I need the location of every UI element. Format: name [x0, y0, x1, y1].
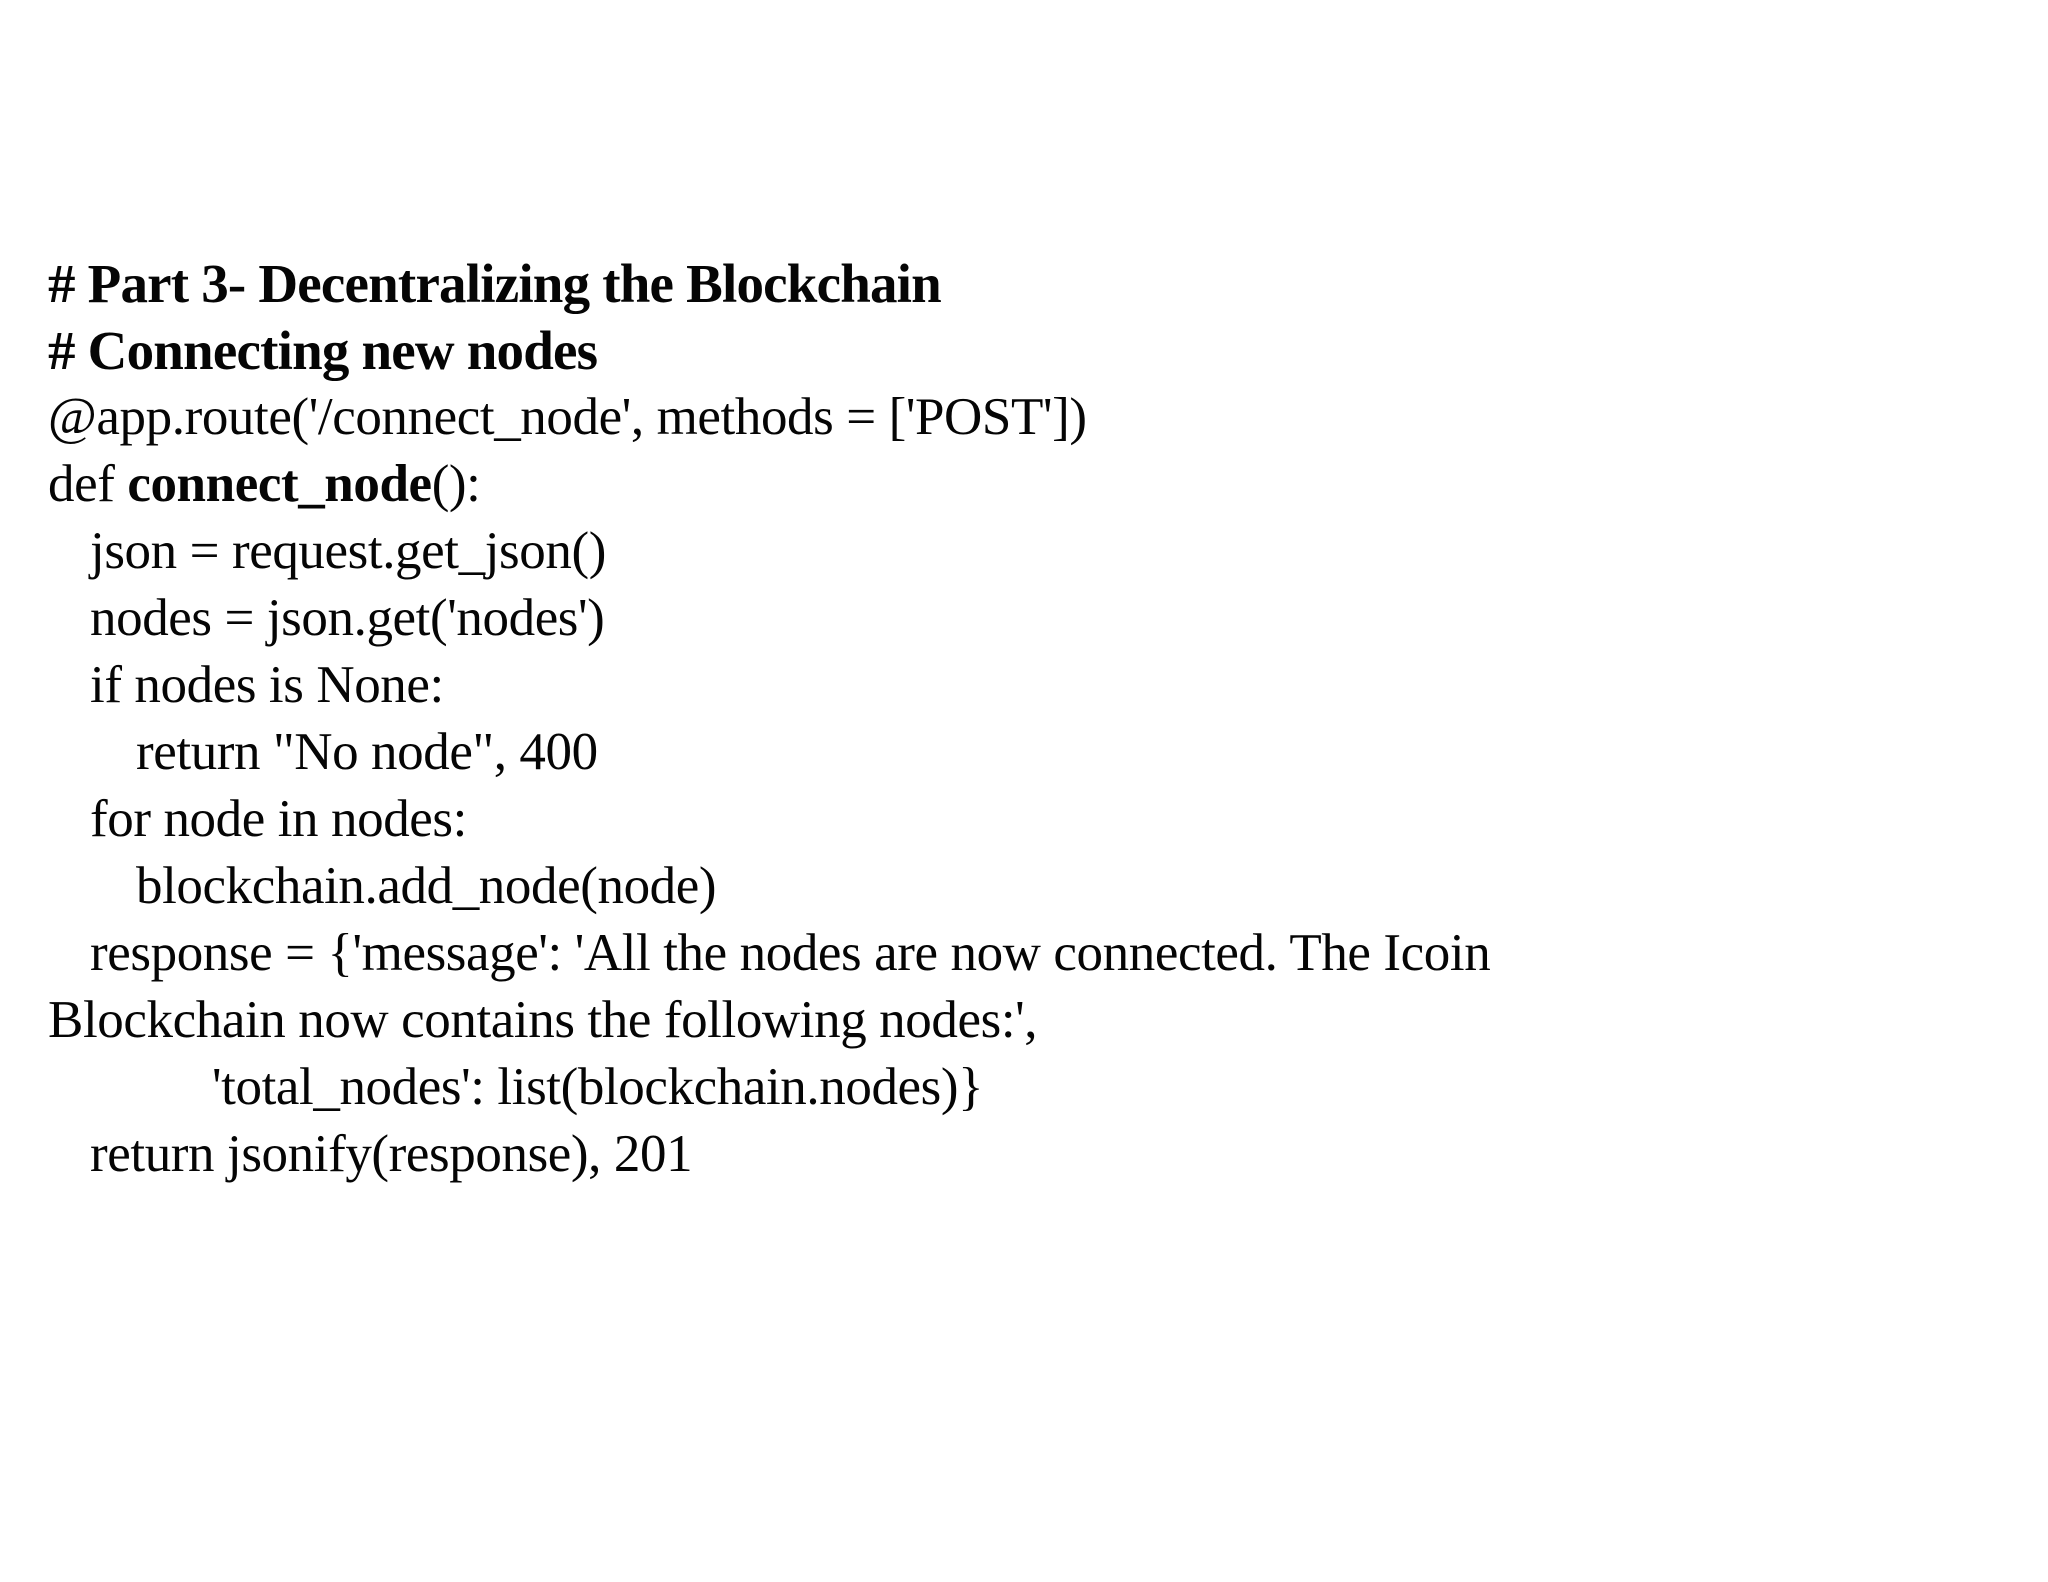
def-suffix: ():	[431, 455, 481, 513]
code-line-return-no-node: return "No node", 400	[136, 723, 598, 781]
def-keyword: def	[48, 455, 128, 513]
function-name: connect_node	[127, 455, 432, 513]
code-line-nodes-assign: nodes = json.get('nodes')	[90, 589, 605, 647]
code-line-json-assign: json = request.get_json()	[90, 522, 606, 580]
code-block: # Part 3- Decentralizing the Blockchain …	[48, 253, 2048, 1183]
comment-heading-part-3: # Part 3- Decentralizing the Blockchain	[48, 253, 942, 314]
code-line-for-node-in-nodes: for node in nodes:	[90, 790, 467, 848]
code-line-response-assign: response = {'message': 'All the nodes ar…	[90, 924, 1491, 982]
code-line-total-nodes-entry: 'total_nodes': list(blockchain.nodes)}	[212, 1058, 984, 1116]
comment-heading-connecting-new-nodes: # Connecting new nodes	[48, 320, 598, 381]
code-line-if-nodes-none: if nodes is None:	[90, 656, 444, 714]
code-line-add-node-call: blockchain.add_node(node)	[136, 857, 717, 915]
code-line-response-wrap: Blockchain now contains the following no…	[48, 991, 1038, 1049]
code-line-def-connect-node: def connect_node():	[48, 451, 2048, 518]
code-line-route-decorator: @app.route('/connect_node', methods = ['…	[48, 388, 1087, 446]
code-line-return-jsonify: return jsonify(response), 201	[90, 1125, 693, 1183]
